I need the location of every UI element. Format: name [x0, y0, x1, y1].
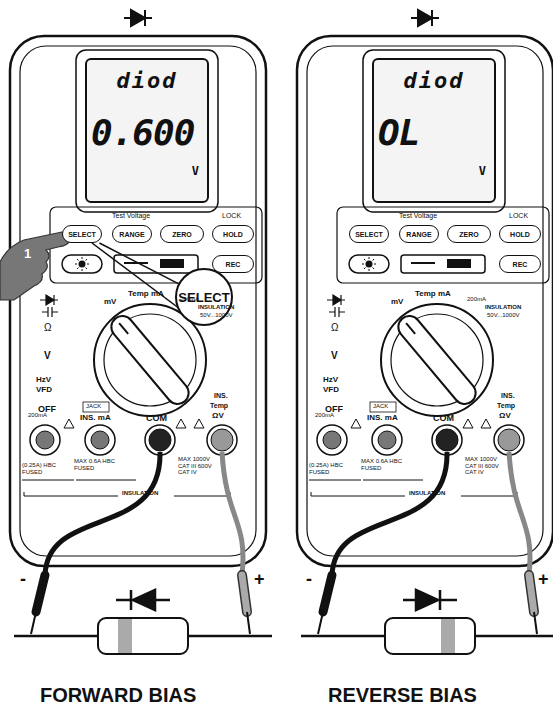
jack-label: ΩV — [212, 412, 224, 421]
button-label: ZERO — [172, 231, 191, 238]
button-label: SELECT — [68, 231, 96, 238]
rating-label: (0.25A) HBC FUSED — [22, 462, 66, 475]
rating-label: INSULATION — [122, 490, 158, 497]
select-button: SELECT — [62, 225, 102, 243]
right-multimeter — [297, 36, 553, 654]
lcd-display: diodOL V — [372, 58, 496, 203]
jack-label: 200mA — [315, 412, 334, 419]
rating-label: (0.25A) HBC FUSED — [309, 462, 353, 475]
rating-label: MAX 0.6A HBC FUSED — [361, 458, 417, 471]
dial-label: Ω — [331, 322, 338, 333]
zero-button: ZERO — [160, 225, 204, 243]
zero-button: ZERO — [447, 225, 491, 243]
hold-button: HOLD — [212, 225, 254, 243]
diode-symbol-reversed — [116, 590, 170, 610]
value-readout: OL — [378, 112, 419, 153]
dial-label: VFD — [36, 386, 52, 395]
button-label: RANGE — [119, 231, 144, 238]
dial-label: V — [44, 350, 51, 361]
range-button: RANGE — [399, 225, 439, 243]
rec-button: REC — [212, 255, 254, 273]
dial-label: 50V...1000V — [200, 312, 232, 319]
hold-button: HOLD — [499, 225, 541, 243]
lcd-display: diod 0.600V — [85, 58, 209, 203]
jack-label: INS. — [214, 392, 228, 400]
polarity-sign: + — [538, 570, 549, 590]
button-caption: LOCK — [222, 212, 241, 220]
unit-readout: V — [479, 164, 486, 178]
jack-label: Temp — [497, 402, 515, 410]
range-button: RANGE — [112, 225, 152, 243]
mode-readout: diod — [87, 68, 207, 93]
button-caption: LOCK — [509, 212, 528, 220]
dial-label: VFD — [323, 386, 339, 395]
polarity-sign: - — [20, 570, 26, 590]
jack-label: COM — [146, 414, 167, 424]
button-label: REC — [513, 261, 528, 268]
rating-label: INSULATION — [409, 490, 445, 497]
button-label: HOLD — [223, 231, 243, 238]
callout-number: 1 — [24, 247, 31, 261]
jack-label: 200mA — [28, 412, 47, 419]
dial-label: 50V...1000V — [487, 312, 519, 319]
leader-line — [99, 243, 178, 284]
jack-label: INS. — [501, 392, 515, 400]
button-label: ZERO — [459, 231, 478, 238]
button-label: RANGE — [406, 231, 431, 238]
dial-label: Ω — [44, 322, 51, 333]
rating-label: MAX 0.6A HBC FUSED — [74, 458, 130, 471]
value-readout: 0.600 — [91, 112, 194, 153]
left-multimeter — [10, 36, 272, 654]
rating-label: MAX 1000V CAT III 600V CAT IV — [178, 456, 218, 476]
jack-label: ΩV — [499, 412, 511, 421]
bias-caption: REVERSE BIAS — [328, 684, 477, 706]
dial-label: mV — [104, 298, 116, 307]
jack-label: JACK — [373, 403, 388, 410]
button-label: REC — [226, 261, 241, 268]
jack-label: COM — [433, 414, 454, 424]
jack-label: JACK — [86, 403, 101, 410]
dial-label: INSULATION — [485, 304, 521, 311]
unit-readout: V — [192, 164, 199, 178]
button-caption: Test Voltage — [112, 212, 150, 220]
dial-label: INSULATION — [198, 304, 234, 311]
button-label: SELECT — [355, 231, 383, 238]
cathode-band — [441, 619, 455, 653]
dial-label: 200mA — [467, 296, 486, 303]
diode-symbol — [403, 590, 457, 610]
bias-caption: FORWARD BIAS — [40, 684, 196, 706]
dial-label: Temp mA — [415, 290, 451, 299]
jack-label: Temp — [210, 402, 228, 410]
dial-label: 200mA — [180, 296, 199, 303]
polarity-sign: + — [254, 570, 265, 590]
cathode-band — [118, 619, 132, 653]
rating-label: MAX 1000V CAT III 600V CAT IV — [465, 456, 505, 476]
diode-symbol — [124, 10, 152, 26]
select-button: SELECT — [349, 225, 389, 243]
button-label: HOLD — [510, 231, 530, 238]
dial-label: mV — [391, 298, 403, 307]
mode-readout: diod — [374, 68, 494, 93]
button-caption: Test Voltage — [399, 212, 437, 220]
dial-label: Temp mA — [128, 290, 164, 299]
jack-label: INS. mA — [367, 414, 398, 423]
pointing-hand — [0, 232, 70, 300]
polarity-sign: - — [306, 570, 312, 590]
rec-button: REC — [499, 255, 541, 273]
diode-symbol — [411, 10, 439, 26]
dial-label: HzV — [36, 376, 51, 385]
dial-label: V — [331, 350, 338, 361]
dial-label: HzV — [323, 376, 338, 385]
jack-label: INS. mA — [80, 414, 111, 423]
